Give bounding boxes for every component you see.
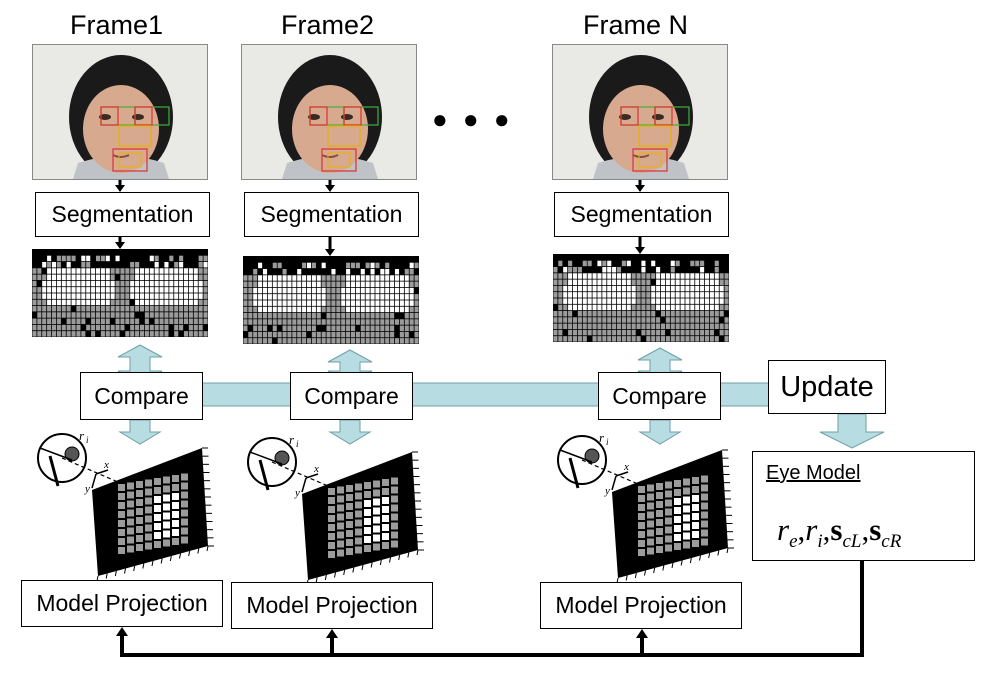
svg-text:r: r <box>289 432 295 447</box>
frame-2-title: Frame2 <box>281 10 375 40</box>
frame-n-segmentation-box: Segmentation <box>554 192 729 237</box>
param-r-i-sub: i <box>817 531 823 553</box>
frame-2-segmentation-box: Segmentation <box>244 192 419 237</box>
left-eye <box>308 114 320 120</box>
svg-text:y: y <box>604 485 610 497</box>
left-eye <box>99 114 111 120</box>
frame-2-face-photo <box>241 44 417 180</box>
flow-arrowhead-4 <box>325 249 335 256</box>
feedback-arrowhead-0 <box>116 627 128 636</box>
ellipsis-dots: ● ● ● <box>432 104 514 134</box>
svg-text:y: y <box>84 483 90 495</box>
param-s-cr-sub: cR <box>881 531 902 553</box>
frame-2-compare-box: Compare <box>290 372 413 420</box>
svg-text:i: i <box>606 437 609 447</box>
svg-text:x: x <box>103 459 109 471</box>
param-s-cl-sub: cL <box>842 531 862 553</box>
roi-mouth <box>112 148 148 172</box>
param-s-cr: s <box>869 512 882 547</box>
flow-arrowhead-5 <box>635 247 645 254</box>
eye-model-title: Eye Model <box>766 462 861 484</box>
frame-2-model-projection-box: Model Projection <box>231 582 433 629</box>
update-eye-model-arrow <box>819 413 885 449</box>
update-box: Update <box>768 360 886 414</box>
frame-2-segmentation-grid <box>243 256 419 344</box>
flow-arrowhead-1 <box>325 185 335 192</box>
frame-n-face-photo <box>552 44 728 180</box>
frame-1-compare-box: Compare <box>80 372 203 420</box>
feedback-line <box>120 561 864 657</box>
frame-1-segmentation-grid <box>32 249 208 337</box>
feedback-arrowhead-1 <box>326 629 338 638</box>
param-r-e-sub: e <box>789 531 798 553</box>
roi-mouth <box>632 148 668 172</box>
eye-model-box: Eye Model re,ri,scL,scR <box>752 451 975 561</box>
eye-model-parameters: re,ri,scL,scR <box>777 512 902 553</box>
roi-nose <box>638 125 672 147</box>
feedback-arrowhead-2 <box>636 629 648 638</box>
flow-arrowhead-0 <box>115 185 125 192</box>
param-r-i: r <box>805 512 818 547</box>
frame-n-model-projection-box: Model Projection <box>540 582 742 629</box>
frame-1-compare-projection-arrow <box>118 419 162 445</box>
roi-nose <box>327 125 361 147</box>
svg-text:r: r <box>599 430 605 445</box>
frame-1-segmentation-box: Segmentation <box>35 192 210 237</box>
left-eye <box>619 114 631 120</box>
svg-text:i: i <box>296 439 299 449</box>
flow-arrowhead-3 <box>115 242 125 249</box>
svg-text:x: x <box>313 463 319 475</box>
roi-nose <box>118 125 152 147</box>
frame-n-segmentation-grid <box>553 254 729 342</box>
frame-2-compare-projection-arrow <box>328 419 372 445</box>
frame-n-compare-projection-arrow <box>638 419 682 445</box>
frame-n-title: Frame N <box>583 10 689 40</box>
svg-text:i: i <box>86 435 89 445</box>
frame-1-face-photo <box>32 44 208 180</box>
svg-text:r: r <box>79 428 85 443</box>
param-s-cl: s <box>830 512 843 547</box>
roi-mouth <box>321 148 357 172</box>
param-r-e: r <box>777 512 790 547</box>
frame-1-title: Frame1 <box>70 10 164 40</box>
svg-text:y: y <box>294 487 300 499</box>
flow-arrowhead-2 <box>635 185 645 192</box>
frame-1-model-projection-box: Model Projection <box>21 580 223 627</box>
frame-n-compare-box: Compare <box>598 372 721 420</box>
svg-text:x: x <box>623 461 629 473</box>
